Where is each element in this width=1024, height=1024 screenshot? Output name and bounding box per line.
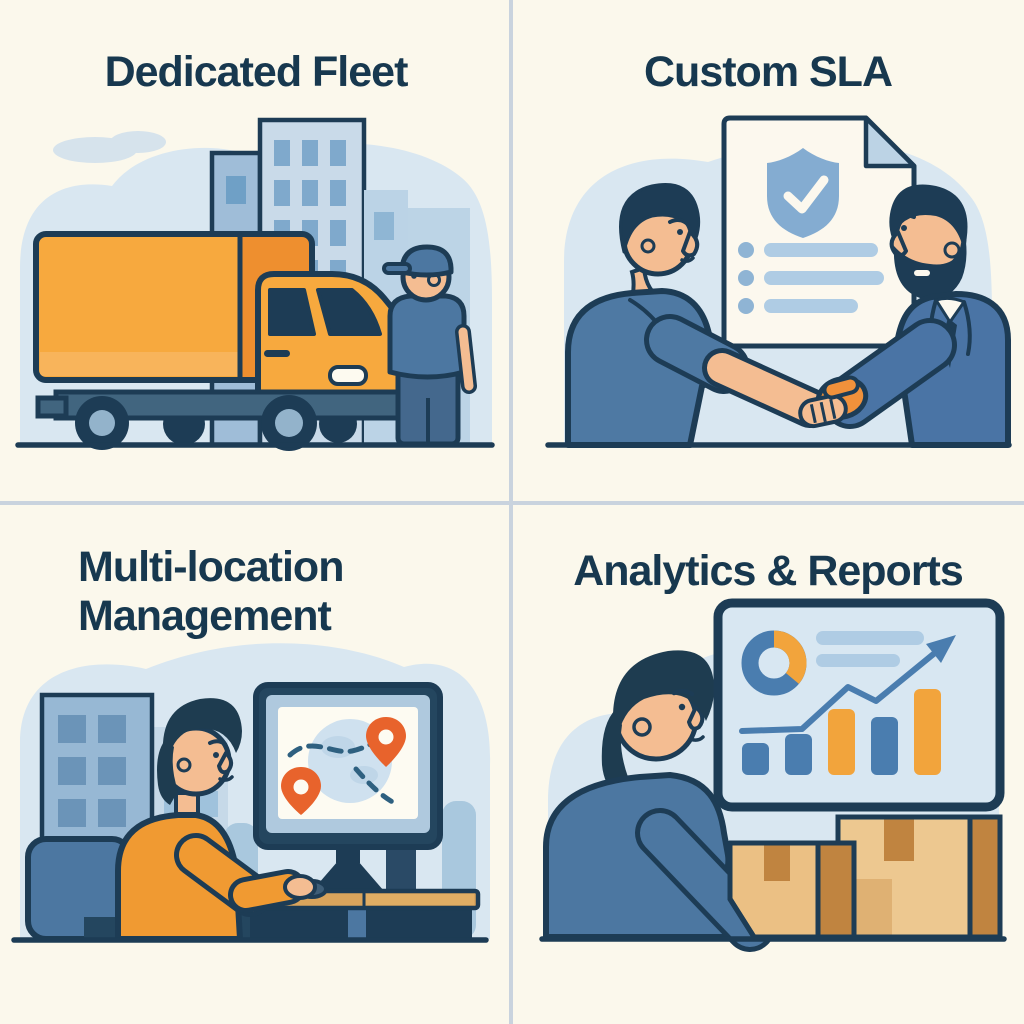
donut-chart-icon	[741, 630, 807, 696]
location-pin-icon	[366, 717, 406, 767]
multi-location-illustration	[11, 643, 491, 943]
text-line	[816, 631, 924, 645]
panel-title: Analytics & Reports	[573, 547, 964, 595]
fleet-illustration	[15, 117, 495, 451]
horizontal-divider	[0, 501, 1024, 505]
analyst-figure	[543, 650, 775, 952]
sla-document-icon	[721, 115, 917, 349]
text-line	[816, 654, 900, 667]
panel-title: Custom SLA	[644, 48, 893, 96]
beard	[893, 242, 967, 300]
cap-icon	[399, 244, 454, 278]
panel-analytics-reports: Analytics & Reports	[512, 503, 1024, 1024]
folded-corner	[863, 115, 917, 169]
sla-illustration	[545, 115, 1012, 448]
delivery-worker-figure	[382, 244, 477, 447]
panel-multi-location: Multi-location Management	[0, 503, 512, 1024]
desk	[241, 888, 481, 939]
bar-chart-icon	[742, 689, 941, 775]
customer-figure	[565, 183, 830, 448]
shield-check-icon	[767, 148, 839, 238]
analytics-dashboard-icon	[713, 598, 1005, 812]
vertical-divider	[509, 0, 513, 1024]
desktop-monitor-icon	[253, 682, 443, 891]
analytics-illustration	[539, 598, 1007, 952]
checklist-lines	[738, 242, 884, 314]
panel-custom-sla: Custom SLA	[512, 0, 1024, 503]
location-pin-icon	[281, 767, 321, 815]
handshake-icon	[798, 375, 869, 429]
trend-line-icon	[739, 635, 956, 734]
panel-dedicated-fleet: Dedicated Fleet	[0, 0, 512, 503]
panel-title: Multi-location Management	[78, 543, 344, 641]
panel-title: Dedicated Fleet	[104, 48, 409, 96]
truck-icon	[33, 231, 413, 451]
operator-arm	[174, 833, 317, 917]
